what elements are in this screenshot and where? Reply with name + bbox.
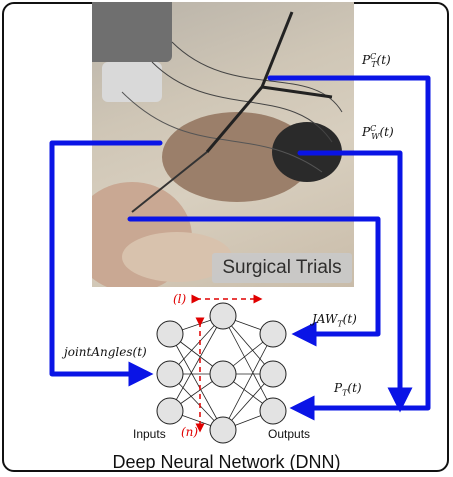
jaw-label: JAWT(t) bbox=[312, 312, 357, 329]
instrument-wires bbox=[121, 11, 343, 213]
outputs-label: Outputs bbox=[268, 427, 311, 441]
surgical-trials-label: Surgical Trials bbox=[212, 253, 352, 283]
hidden-neuron bbox=[209, 302, 237, 330]
output-neuron bbox=[259, 320, 287, 348]
jaw-arrow bbox=[127, 216, 381, 347]
wrist-pose-arrow bbox=[297, 150, 413, 413]
hidden-neuron bbox=[209, 416, 237, 444]
inputs-label: Inputs bbox=[133, 427, 166, 441]
output-neuron bbox=[259, 397, 287, 425]
tool-position-label: PT(t) bbox=[334, 381, 362, 398]
wrist-pose-label: PCW(t) bbox=[362, 124, 394, 142]
surgical-trial-photo bbox=[92, 2, 354, 287]
joint-angles-arrow bbox=[49, 140, 163, 387]
tool-pose-arrow bbox=[267, 75, 431, 421]
layer-label: (l) bbox=[173, 292, 187, 306]
input-neuron bbox=[156, 320, 184, 348]
output-neuron bbox=[259, 360, 287, 388]
input-neuron bbox=[156, 397, 184, 425]
tool-pose-label: PCT(t) bbox=[362, 52, 391, 70]
diagram-caption: Deep Neural Network (DNN) bbox=[112, 452, 341, 472]
neuron-label: (n) bbox=[181, 425, 199, 439]
joint-angles-label: jointAngles(t) bbox=[64, 345, 147, 359]
input-neuron bbox=[156, 360, 184, 388]
hidden-neuron bbox=[209, 360, 237, 388]
